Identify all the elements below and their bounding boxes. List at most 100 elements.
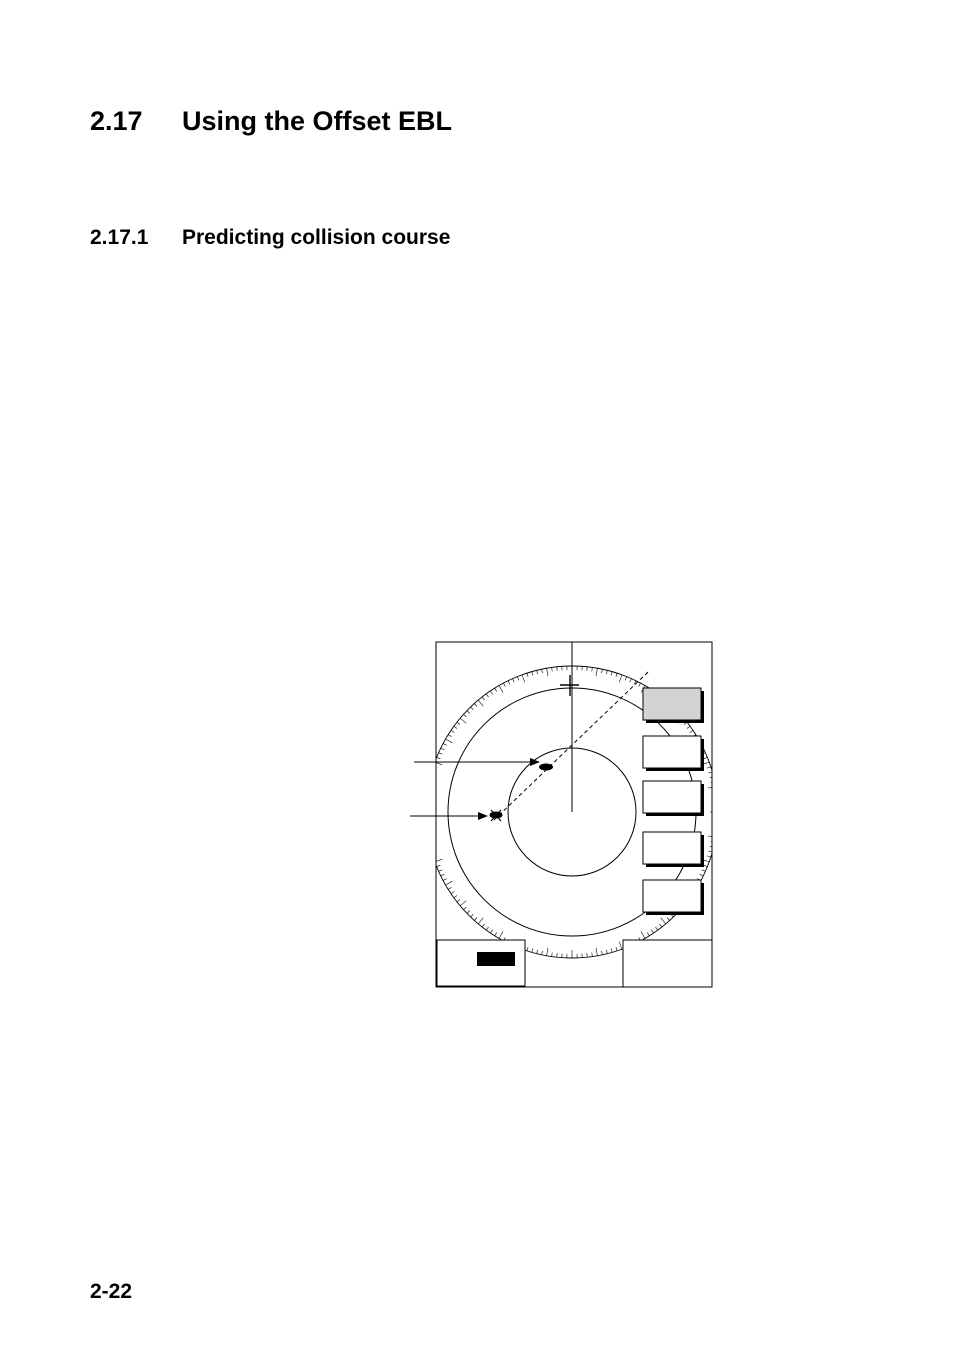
scale-tick: [601, 669, 603, 674]
scale-tick: [438, 752, 443, 755]
scale-tick: [494, 688, 498, 692]
soft-key-column: [642, 687, 704, 915]
scale-tick: [436, 855, 437, 857]
scale-tick: [541, 669, 543, 674]
scale-tick: [438, 869, 443, 872]
display-frame: [435, 641, 713, 988]
scale-tick: [707, 766, 711, 769]
scale-tick: [436, 787, 437, 789]
scale-tick: [646, 932, 650, 936]
scale-tick: [713, 792, 717, 793]
subsection-title: Predicting collision course: [182, 226, 451, 249]
section-title: Using the Offset EBL: [182, 106, 453, 136]
scale-tick: [429, 842, 433, 843]
scale-tick: [707, 855, 711, 858]
scale-tick: [427, 832, 431, 833]
scale-tick: [556, 666, 558, 671]
scale-tick: [708, 850, 712, 853]
scale-tick: [536, 670, 538, 675]
page-number: 2-22: [90, 1280, 133, 1303]
scale-tick: [551, 952, 553, 957]
scale-tick: [686, 725, 691, 729]
scale-tick: [707, 786, 712, 789]
scale-tick: [442, 743, 447, 746]
scale-tick: [463, 714, 467, 718]
scale-tick: [531, 948, 534, 953]
scale-tick: [460, 717, 467, 724]
scale-tick: [633, 680, 637, 685]
scale-tick: [606, 949, 608, 954]
scale-tick: [456, 721, 461, 725]
scale-tick: [713, 832, 717, 833]
scale-tick: [470, 706, 474, 711]
scale-tick: [440, 873, 445, 877]
scale-tick: [430, 777, 434, 778]
black-indicator: [477, 952, 515, 966]
scale-tick: [477, 917, 484, 924]
scale-tick: [689, 730, 694, 733]
scale-tick: [477, 700, 484, 707]
soft-key-1[interactable]: [642, 687, 702, 721]
scale-tick: [453, 725, 458, 729]
scale-tick: [456, 899, 461, 903]
scale-tick: [507, 680, 511, 685]
scale-tick: [713, 797, 717, 798]
scale-tick: [526, 947, 529, 951]
scale-tick: [629, 678, 632, 683]
scale-tick: [470, 913, 474, 918]
scale-tick: [651, 929, 654, 934]
scale-tick: [591, 952, 593, 957]
scale-tick: [640, 931, 646, 939]
scale-tick: [551, 667, 553, 672]
scale-tick: [490, 929, 493, 934]
scale-tick: [436, 767, 437, 769]
scale-tick: [699, 873, 704, 877]
scale-tick: [703, 757, 708, 760]
scale-tick: [494, 932, 498, 936]
scale-tick: [595, 947, 598, 956]
scale-tick: [601, 950, 603, 955]
scale-tick: [430, 846, 434, 847]
cursor-cross: [560, 675, 579, 696]
scale-tick: [618, 941, 623, 950]
soft-key-3[interactable]: [642, 780, 702, 814]
soft-key-5[interactable]: [642, 879, 702, 913]
scale-tick: [591, 667, 593, 672]
scale-tick: [526, 673, 529, 677]
scale-tick: [427, 792, 431, 793]
soft-key-2[interactable]: [642, 735, 702, 769]
scale-tick: [453, 895, 458, 899]
lower-right-box: [622, 939, 713, 988]
scale-tick: [490, 690, 493, 695]
scale-tick: [498, 931, 504, 939]
scale-tick: [710, 781, 712, 783]
scale-tick: [666, 917, 670, 921]
scale-tick: [655, 926, 659, 931]
scale-tick: [432, 772, 436, 773]
scale-tick: [460, 900, 467, 907]
scale-tick: [707, 835, 712, 838]
scale-tick: [450, 891, 455, 894]
radar-display-figure: [400, 630, 730, 1000]
scale-tick: [709, 846, 712, 848]
scale-tick: [440, 747, 445, 751]
scale-tick: [624, 676, 627, 681]
scale-tick: [481, 923, 485, 928]
scale-tick: [436, 762, 443, 766]
scale-tick: [436, 858, 443, 862]
scale-tick: [448, 734, 452, 738]
scale-tick: [659, 923, 663, 928]
soft-key-4[interactable]: [642, 831, 702, 865]
scale-tick: [701, 869, 706, 872]
scale-tick: [586, 953, 588, 958]
own-ship-callout-arrow: [410, 812, 488, 820]
scale-tick: [485, 693, 489, 698]
scale-tick: [474, 703, 478, 707]
scale-tick: [595, 668, 598, 677]
scale-tick: [466, 710, 471, 714]
scale-tick: [503, 682, 506, 687]
scale-tick: [445, 738, 453, 744]
scale-tick: [450, 730, 455, 733]
